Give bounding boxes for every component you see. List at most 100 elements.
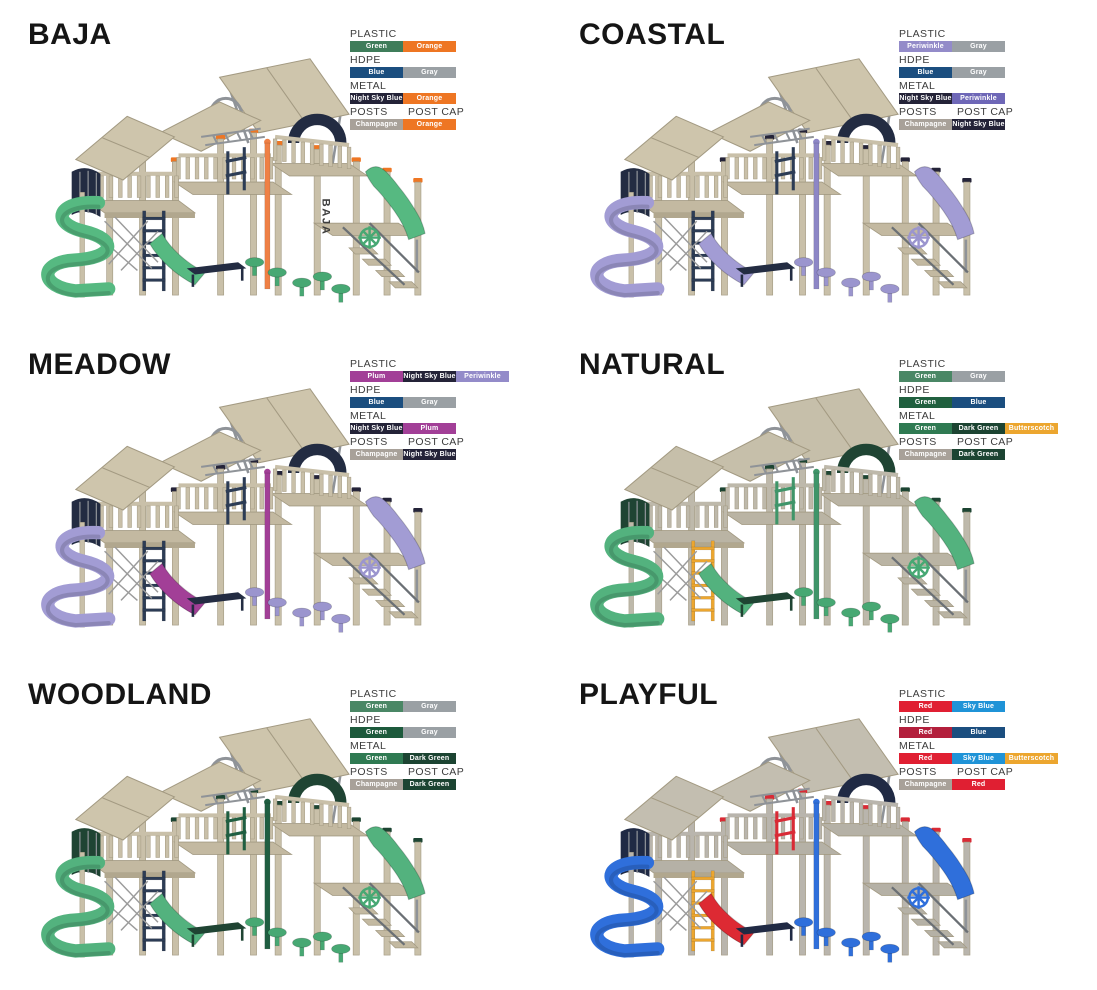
ship-wheel	[358, 556, 381, 579]
post-cap	[900, 487, 910, 493]
color-swatch: Green	[899, 397, 952, 408]
mushroom-stepper	[861, 271, 881, 291]
mushroom-stepper	[292, 937, 312, 957]
legend-material-label: PLASTIC	[350, 688, 397, 700]
wave-slide	[913, 826, 975, 901]
color-swatch: Green	[350, 727, 403, 738]
post-cap	[351, 487, 361, 493]
post-cap	[216, 134, 226, 140]
post-cap	[216, 794, 226, 800]
scheme-title: WOODLAND	[28, 678, 212, 711]
mushroom-stepper	[244, 587, 265, 606]
mushroom-stepper	[267, 927, 287, 947]
bench	[186, 922, 247, 935]
color-swatch: Gray	[403, 67, 456, 78]
playground-render: BAJA	[41, 58, 426, 303]
mushroom-stepper	[292, 277, 312, 297]
spiral-slide	[41, 855, 116, 958]
mushroom-stepper	[793, 587, 814, 606]
post-vertical-label: BAJA	[319, 199, 331, 236]
color-swatch: Dark Green	[403, 779, 456, 790]
color-swatch: Night Sky Blue	[350, 93, 403, 104]
color-swatch: Champagne	[350, 449, 403, 460]
mushroom-stepper	[312, 931, 332, 951]
climber-bars	[225, 807, 247, 855]
legend-material-label: METAL	[899, 410, 936, 422]
bench	[735, 592, 796, 605]
bench	[735, 922, 796, 935]
legend-material-label: HDPE	[350, 384, 381, 396]
bench	[186, 592, 247, 605]
legend-material-label: POST CAP	[408, 436, 465, 448]
mushroom-stepper	[880, 943, 900, 963]
ship-wheel	[907, 556, 930, 579]
post-cap	[962, 177, 972, 183]
color-swatch: Night Sky Blue	[899, 93, 952, 104]
small-slide	[149, 892, 207, 946]
deck	[173, 841, 293, 855]
scheme-title: PLAYFUL	[579, 678, 719, 711]
bench	[735, 262, 796, 275]
color-swatch: Green	[350, 701, 403, 712]
legend-material-label: POST CAP	[957, 106, 1014, 118]
wave-slide	[913, 166, 975, 241]
color-swatch: Plum	[403, 423, 456, 434]
color-swatch: Butterscotch	[1005, 423, 1058, 434]
color-swatch: Plum	[350, 371, 403, 382]
color-swatch: Gray	[952, 67, 1005, 78]
spiral-slide	[590, 855, 665, 958]
fire-pole	[813, 142, 820, 290]
deck	[173, 511, 293, 525]
legend-material-label: PLASTIC	[899, 28, 946, 40]
color-swatch: Gray	[952, 371, 1005, 382]
color-swatch: Dark Green	[403, 753, 456, 764]
deck	[722, 841, 842, 855]
climbing-net	[104, 546, 159, 601]
color-swatch: Blue	[350, 67, 403, 78]
mushroom-stepper	[861, 601, 881, 621]
wave-slide	[913, 496, 975, 571]
arch-panel	[836, 443, 896, 474]
color-swatch: Gray	[952, 41, 1005, 52]
deck	[722, 181, 842, 195]
fire-pole	[813, 472, 820, 620]
spiral-slide	[41, 195, 116, 298]
legend-material-label: PLASTIC	[350, 358, 397, 370]
playground-render	[41, 388, 426, 633]
deck	[173, 181, 293, 195]
legend-material-label: POSTS	[350, 436, 388, 448]
mushroom-stepper	[880, 283, 900, 303]
mushroom-stepper	[841, 607, 861, 627]
color-swatch: Blue	[350, 397, 403, 408]
legend-material-label: POSTS	[350, 766, 388, 778]
legend-material-label: POSTS	[350, 106, 388, 118]
color-swatch: Champagne	[350, 119, 403, 130]
arch-panel	[836, 773, 896, 804]
mushroom-stepper	[267, 597, 287, 617]
fire-pole	[264, 142, 271, 290]
playground-render	[590, 388, 975, 633]
color-swatch: Orange	[403, 93, 456, 104]
climber-bars	[774, 477, 796, 525]
mushroom-stepper	[793, 917, 814, 936]
spiral-slide	[590, 525, 665, 628]
fire-pole	[264, 472, 271, 620]
arch-panel	[287, 113, 347, 144]
legend-material-label: POST CAP	[408, 106, 465, 118]
color-swatch: Red	[952, 779, 1005, 790]
color-swatch: Red	[899, 701, 952, 712]
small-slide	[698, 562, 756, 616]
arch-panel	[287, 773, 347, 804]
color-swatch: Dark Green	[952, 423, 1005, 434]
mushroom-stepper	[841, 937, 861, 957]
legend-material-label: HDPE	[899, 714, 930, 726]
mushroom-stepper	[793, 257, 814, 276]
deck	[722, 511, 842, 525]
